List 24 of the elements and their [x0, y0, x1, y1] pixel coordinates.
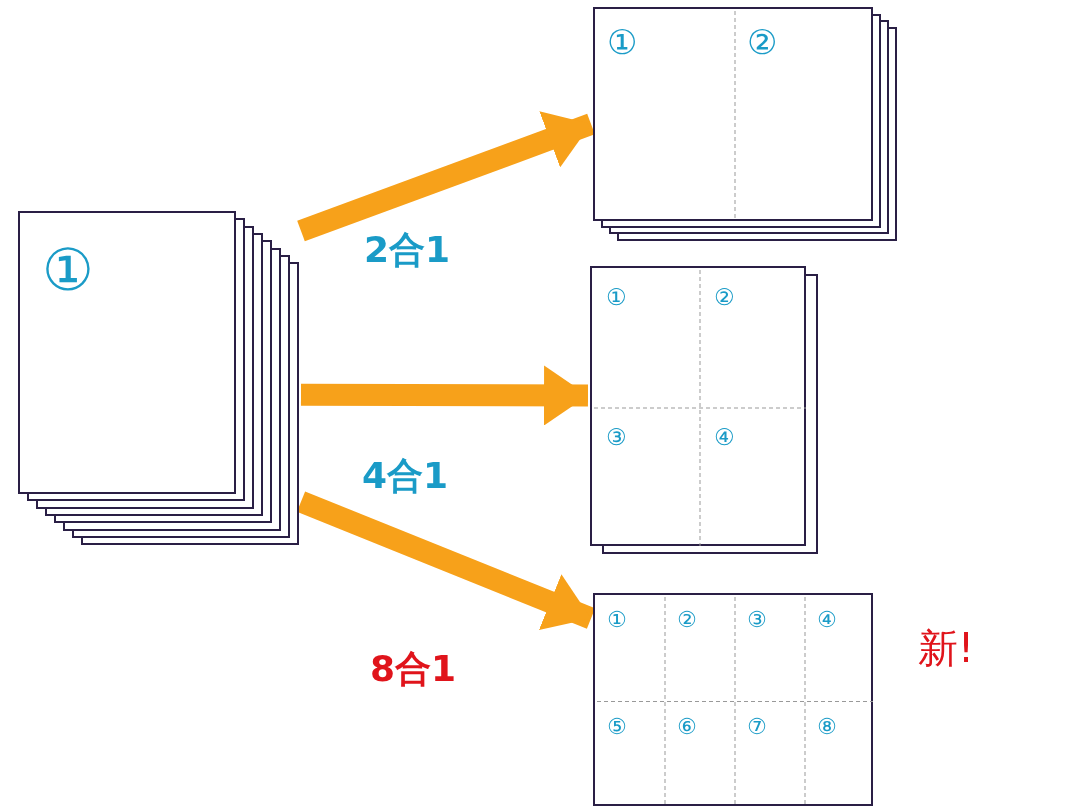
page-number: ③ — [606, 426, 627, 449]
page-number: ⑦ — [747, 715, 767, 738]
page-number: ① — [42, 241, 94, 299]
paper-stack — [18, 211, 299, 546]
page-number: ① — [607, 25, 638, 59]
page-number: ⑤ — [607, 715, 627, 738]
edge-label: 8合1 — [370, 651, 457, 687]
page-number: ① — [607, 609, 627, 631]
edge-label: 4合1 — [362, 458, 449, 494]
new-note: 新! — [918, 628, 975, 668]
block-arrow — [301, 365, 589, 426]
page-number: ① — [606, 286, 627, 309]
page-number: ② — [714, 286, 735, 309]
page-number: ⑧ — [817, 715, 837, 738]
page-number: ② — [747, 25, 778, 59]
paper-stack — [590, 266, 818, 554]
page-number: ③ — [747, 609, 767, 631]
paper-stack — [593, 7, 897, 242]
page-number: ④ — [714, 426, 735, 449]
edge-label: 2合1 — [364, 232, 451, 268]
block-arrow — [297, 111, 595, 242]
page-number: ② — [677, 609, 697, 631]
page-number: ④ — [817, 609, 837, 631]
page-number: ⑥ — [677, 715, 697, 738]
